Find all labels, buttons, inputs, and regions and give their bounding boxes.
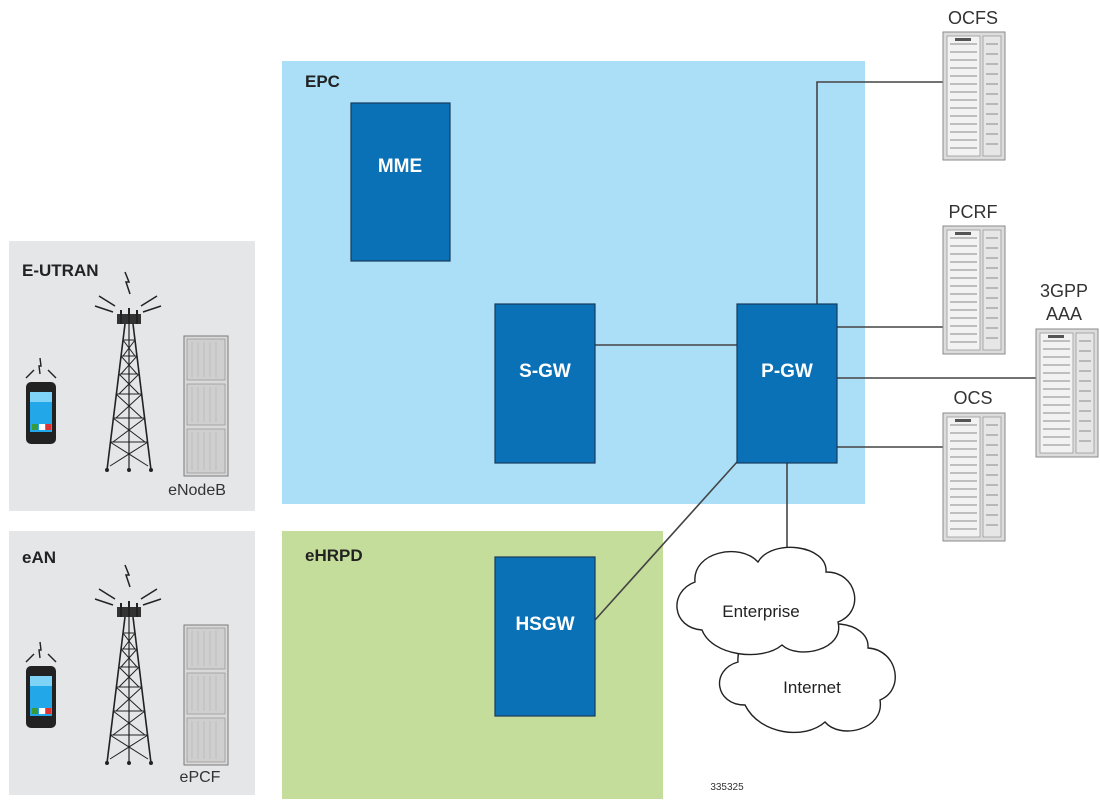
mme-label: MME [378, 156, 422, 177]
ocfs-server-icon [942, 31, 1006, 161]
connection-lines [594, 81, 1036, 621]
aaa-server-icon [1035, 328, 1099, 458]
enodeb-icon [183, 335, 229, 477]
sgw-node [494, 303, 596, 464]
figure-id: 335325 [710, 782, 744, 793]
ocs-server-icon [942, 412, 1006, 542]
aaa-label-line1: 3GPP [1040, 281, 1088, 301]
enodeb-label: eNodeB [168, 482, 226, 499]
ehrpd-title: eHRPD [305, 546, 363, 565]
link-pgw-ocfs [816, 81, 943, 304]
aaa-label-line2: AAA [1046, 304, 1082, 324]
pgw-label: P-GW [761, 361, 813, 382]
mme-node [350, 102, 451, 262]
epcf-icon [183, 624, 229, 766]
hsgw-label: HSGW [515, 614, 574, 635]
ean-title: eAN [22, 548, 56, 567]
ehrpd-region [282, 531, 663, 799]
link-hsgw-pgw [594, 461, 738, 621]
internet-label: Internet [783, 678, 841, 697]
pcrf-server-icon [942, 225, 1006, 355]
epcf-label: ePCF [180, 769, 221, 786]
epc-title: EPC [305, 72, 340, 91]
ocfs-label: OCFS [948, 8, 998, 28]
pgw-node [736, 303, 838, 464]
pcrf-label: PCRF [949, 202, 998, 222]
enterprise-label: Enterprise [722, 602, 799, 621]
ocs-label: OCS [953, 388, 992, 408]
enterprise-cloud [676, 546, 856, 656]
eutran-title: E-UTRAN [22, 261, 99, 280]
hsgw-node [494, 556, 596, 717]
sgw-label: S-GW [519, 361, 571, 382]
